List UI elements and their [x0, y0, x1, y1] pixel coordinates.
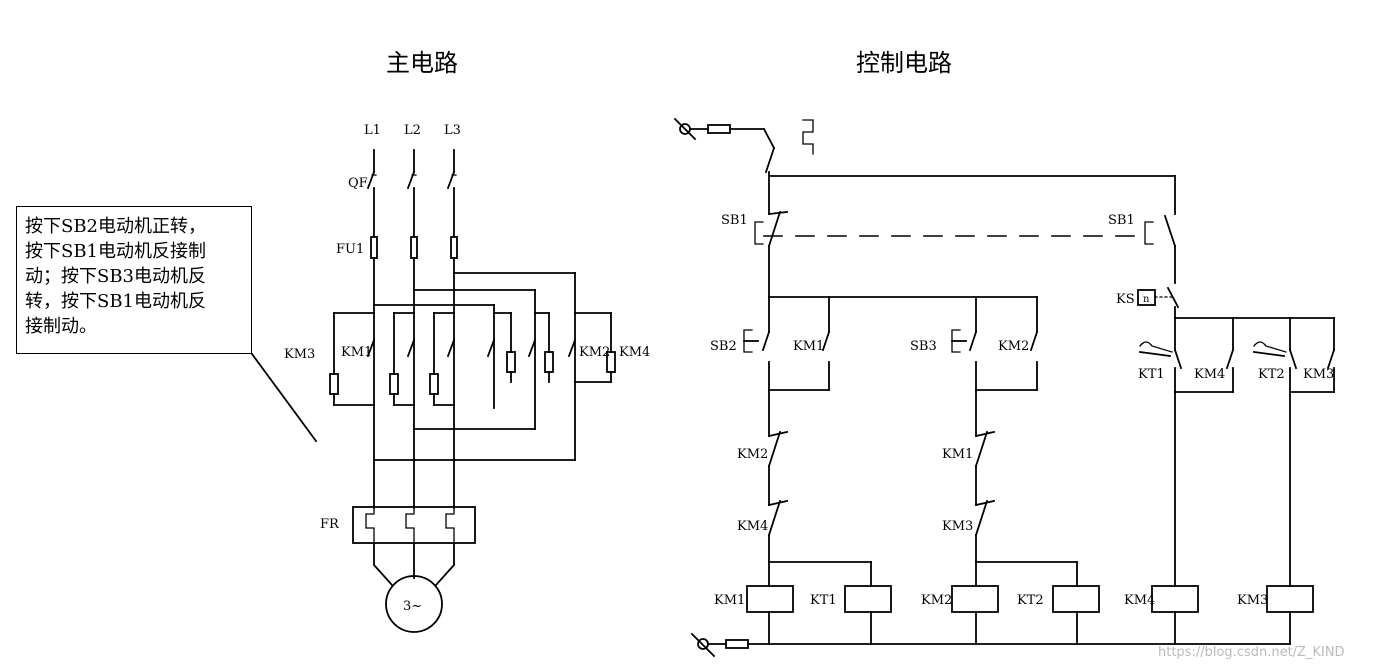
km2-main-label: KM2	[579, 345, 610, 360]
control-supply-top	[673, 117, 814, 177]
motor-label: 3~	[403, 599, 422, 614]
sb1-right-contact	[1144, 175, 1177, 284]
control-circuit-title: 控制电路	[856, 49, 952, 77]
phase-l3-label: L3	[444, 123, 461, 138]
km4-main-label: KM4	[619, 345, 650, 360]
fu1-label: FU1	[336, 242, 364, 257]
main-circuit: L1 L2 L3 QF FU1	[284, 123, 650, 633]
motor-leads	[373, 542, 455, 587]
motor-symbol	[385, 575, 443, 633]
forward-start-rung	[743, 296, 831, 391]
main-contacts	[366, 312, 616, 406]
km1-main-label: KM1	[341, 345, 372, 360]
km3-contact-label: KM3	[1303, 367, 1334, 382]
qf-label: QF	[348, 176, 368, 191]
coil-kt1	[844, 585, 892, 613]
kt1-contact-label: KT1	[1138, 367, 1165, 382]
km4-interlock-label: KM4	[737, 519, 768, 534]
ks-n-label: n	[1143, 294, 1150, 305]
coil-km2-label: KM2	[921, 593, 952, 608]
main-bus-lines	[373, 272, 576, 509]
reverse-interlocks	[974, 389, 1078, 563]
ks-label: KS	[1116, 292, 1135, 307]
km3-resistor-branch	[329, 312, 375, 406]
sb2-label: SB2	[710, 339, 737, 354]
coil-km3-label: KM3	[1237, 593, 1268, 608]
forward-interlocks	[767, 389, 872, 563]
coil-km3	[1266, 585, 1314, 613]
km2-hold-label: KM2	[998, 339, 1029, 354]
instruction-note: 按下SB2电动机正转， 按下SB1电动机反接制 动；按下SB3电动机反 转，按下…	[16, 206, 252, 354]
braking-rungs	[1138, 317, 1336, 587]
main-circuit-title: 主电路	[386, 49, 458, 77]
sb1-left-label: SB1	[721, 213, 748, 228]
coil-kt2	[1052, 585, 1100, 613]
sb3-label: SB3	[910, 339, 937, 354]
km4-contact-label: KM4	[1194, 367, 1225, 382]
coil-km4	[1151, 585, 1199, 613]
watermark: https://blog.csdn.net/Z_KIND	[1158, 645, 1345, 660]
coil-km1	[746, 585, 794, 613]
note-leader-line	[250, 352, 318, 443]
fr-label: FR	[320, 517, 340, 532]
km2-interlock-label: KM2	[737, 447, 768, 462]
sb1-left-contact	[754, 175, 788, 298]
coil-kt2-label: KT2	[1017, 593, 1044, 608]
coil-km4-label: KM4	[1124, 593, 1155, 608]
coil-kt1-label: KT1	[810, 593, 837, 608]
thermal-relay-fr	[352, 506, 476, 544]
sb1-right-label: SB1	[1108, 213, 1135, 228]
phase-l1-label: L1	[364, 123, 381, 138]
ks-speed-relay	[1137, 286, 1180, 319]
kt2-contact-label: KT2	[1258, 367, 1285, 382]
reverse-start-rung	[951, 296, 1039, 391]
km1-hold-label: KM1	[793, 339, 824, 354]
phase-l2-label: L2	[404, 123, 421, 138]
coil-leads	[768, 561, 1291, 645]
control-supply-bottom	[690, 632, 1291, 658]
km3-main-label: KM3	[284, 347, 315, 362]
fuse-fu1	[370, 236, 458, 306]
coil-km2	[951, 585, 999, 613]
km3-interlock-label: KM3	[942, 519, 973, 534]
coil-km1-label: KM1	[714, 593, 745, 608]
control-circuit: SB1 SB1 KS n	[673, 117, 1336, 658]
km1-interlock-label: KM1	[942, 447, 973, 462]
breaker-qf	[366, 149, 457, 238]
